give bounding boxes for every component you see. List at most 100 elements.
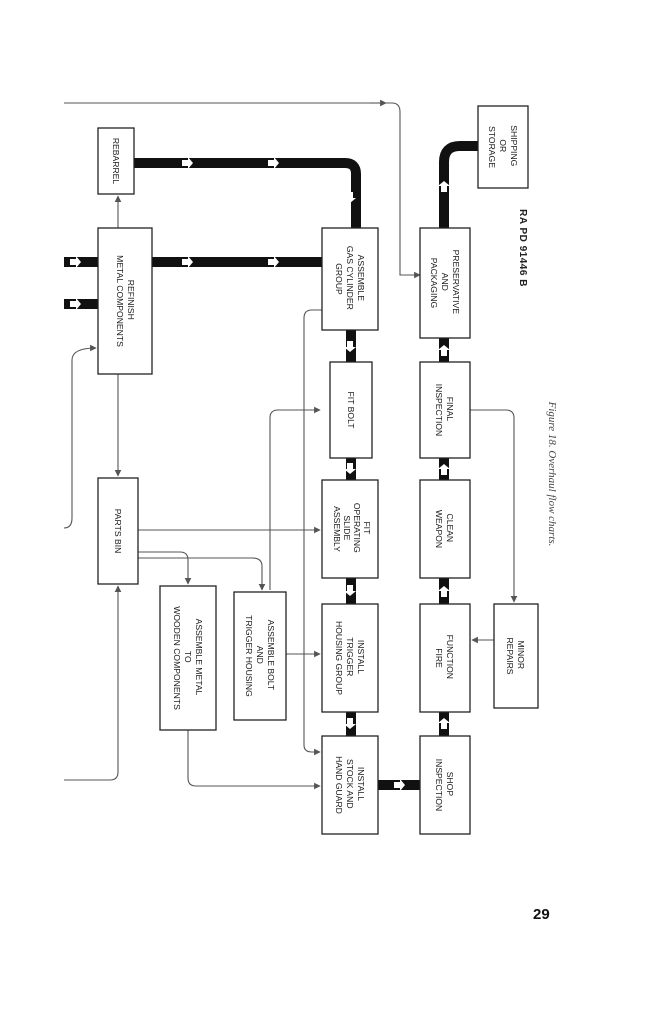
arrow-right — [182, 256, 193, 268]
node-install-stock-hand-guard: INSTALL STOCK AND HAND GUARD — [321, 735, 379, 835]
svg-text:REBARREL: REBARREL — [111, 138, 121, 185]
refinish-line-1: REFINISH — [126, 280, 136, 320]
svg-text:CLEAN WEAPON: CLEAN WEAPON — [434, 510, 455, 548]
node-minor-repairs: MINOR REPAIRS — [493, 603, 539, 709]
node-final-inspection: FINAL INSPECTION — [419, 361, 471, 459]
function-fire-line-2: FIRE — [434, 648, 444, 668]
node-assemble-metal-to-wooden: ASSEMBLE METAL TO WOODEN COMPONENTS — [159, 585, 217, 731]
connector-top-to-preservative — [64, 102, 421, 279]
node-fit-operating-slide: FIT OPERATING SLIDE ASSEMBLY — [321, 479, 379, 579]
refinish-line-2: METAL COMPONENTS — [115, 255, 125, 347]
arrow-down — [344, 463, 356, 474]
page-number: 29 — [533, 906, 550, 923]
preservative-line-2: AND — [440, 273, 450, 291]
shipping-line-1: SHIPPING — [509, 125, 519, 166]
flow-preservative-to-shipping — [439, 141, 478, 228]
flow-direction-arrows — [70, 157, 450, 791]
arrow-up — [438, 464, 450, 475]
arrow-right — [182, 157, 193, 169]
fit-slide-line-2: OPERATING — [352, 503, 362, 553]
connector-assemble-metal-to-stock — [187, 730, 321, 790]
connector-final-to-minor — [470, 409, 518, 603]
assemble-gas-line-3: GROUP — [334, 263, 344, 295]
arrow-up — [438, 586, 450, 597]
connector-left-loop-to-refinish — [63, 344, 97, 529]
install-trigger-line-3: HOUSING GROUP — [334, 621, 344, 695]
clean-weapon-line-2: WEAPON — [434, 510, 444, 548]
final-inspection-line-1: FINAL — [445, 397, 455, 422]
fit-slide-line-4: ASSEMBLY — [332, 506, 342, 552]
minor-repairs-line-1: MINOR — [516, 640, 526, 669]
node-parts-bin: PARTS BIN — [97, 477, 139, 585]
node-shipping-storage: SHIPPING OR STORAGE — [477, 105, 529, 189]
svg-text:SHIPPING OR STORAG: SHIPPING OR STORAGE — [487, 125, 519, 168]
connector-bottom-to-parts-bin — [64, 585, 122, 781]
assemble-bolt-line-1: ASSEMBLE BOLT — [266, 620, 276, 691]
assemble-gas-line-2: GAS CYLINDER — [345, 246, 355, 310]
node-assemble-gas-cylinder: ASSEMBLE GAS CYLINDER GROUP — [321, 227, 379, 331]
svg-text:FINAL INSPECTION: FINAL INSPECTION — [434, 384, 455, 437]
shop-inspection-line-2: INSPECTION — [434, 759, 444, 812]
arrow-right — [70, 256, 81, 268]
assemble-bolt-line-3: TRIGGER HOUSING — [244, 615, 254, 697]
arrow-up — [438, 345, 450, 356]
fit-slide-line-3: SLIDE — [342, 515, 352, 540]
assemble-bolt-line-2: AND — [255, 646, 265, 664]
node-clean-weapon: CLEAN WEAPON — [419, 479, 471, 579]
arrow-right — [268, 256, 279, 268]
install-stock-line-1: INSTALL — [356, 767, 366, 801]
node-fit-bolt: FIT BOLT — [329, 361, 373, 459]
figure-caption: Figure 18. Overhaul flow charts. — [546, 401, 558, 547]
flow-rebarrel-to-gas — [133, 158, 361, 228]
reference-code: RA PD 91446 B — [517, 209, 528, 287]
svg-text:INSTALL STOCK AND: INSTALL STOCK AND HAND GUARD — [334, 756, 366, 814]
function-fire-line-1: FUNCTION — [445, 635, 455, 679]
svg-text:ASSEMBLE BOLT AND: ASSEMBLE BOLT AND TRIGGER HOUSING — [244, 615, 276, 697]
arrow-down — [344, 192, 356, 203]
node-rebarrel: REBARREL — [97, 127, 135, 195]
svg-text:SHOP INSPECTION: SHOP INSPECTION — [434, 759, 455, 812]
shipping-line-3: STORAGE — [487, 126, 497, 168]
assemble-gas-line-1: ASSEMBLE — [356, 255, 366, 302]
arrow-right — [268, 157, 279, 169]
svg-text:FIT OPERATING SLID: FIT OPERATING SLIDE ASSEMBLY — [332, 503, 372, 555]
install-trigger-line-2: TRIGGER — [345, 637, 355, 676]
assemble-metal-line-3: WOODEN COMPONENTS — [172, 606, 182, 710]
node-shop-inspection: SHOP INSPECTION — [419, 735, 471, 835]
arrow-up — [438, 181, 450, 192]
node-preservative-packaging: PRESERVATIVE AND PACKAGING — [419, 227, 471, 339]
svg-text:FUNCTION FIRE: FUNCTION FIRE — [434, 635, 455, 682]
fit-bolt-line-1: FIT BOLT — [346, 392, 356, 430]
node-assemble-bolt-trigger: ASSEMBLE BOLT AND TRIGGER HOUSING — [233, 591, 287, 721]
arrow-right — [70, 298, 81, 310]
final-inspection-line-2: INSPECTION — [434, 384, 444, 437]
preservative-line-3: PACKAGING — [429, 258, 439, 309]
node-refinish-metal-components: REFINISH METAL COMPONENTS — [97, 227, 153, 375]
svg-text:REFINISH METAL COMPONENT: REFINISH METAL COMPONENTS — [115, 255, 136, 347]
svg-text:FIT BOLT: FIT BOLT — [346, 392, 356, 430]
assemble-metal-line-1: ASSEMBLE METAL — [194, 619, 204, 696]
svg-text:MINOR REPAIRS: MINOR REPAIRS — [505, 637, 526, 674]
arrow-down — [344, 718, 356, 729]
install-stock-line-2: STOCK AND — [345, 759, 355, 809]
thin-connectors — [63, 99, 518, 790]
preservative-line-1: PRESERVATIVE — [451, 250, 461, 315]
svg-text:PARTS BIN: PARTS BIN — [113, 509, 123, 554]
fit-slide-line-1: FIT — [362, 521, 372, 535]
rebarrel-line-1: REBARREL — [111, 138, 121, 185]
minor-repairs-line-2: REPAIRS — [505, 637, 515, 674]
shop-inspection-line-1: SHOP — [445, 772, 455, 797]
node-install-trigger-housing: INSTALL TRIGGER HOUSING GROUP — [321, 603, 379, 713]
install-stock-line-3: HAND GUARD — [334, 756, 344, 814]
svg-text:ASSEMBLE METAL TO: ASSEMBLE METAL TO WOODEN COMPONENTS — [172, 606, 204, 710]
connector-parts-bin-to-assemble-metal — [138, 551, 192, 585]
svg-text:PRESERVATIVE AND P: PRESERVATIVE AND PACKAGING — [429, 250, 461, 317]
svg-text:ASSEMBLE GAS CYLINDER: ASSEMBLE GAS CYLINDER GROUP — [334, 246, 366, 312]
clean-weapon-line-1: CLEAN — [445, 513, 455, 542]
connector-gas-to-stock — [303, 309, 322, 756]
connector-assemble-bolt-to-fit-bolt — [269, 406, 321, 590]
node-function-fire: FUNCTION FIRE — [419, 603, 471, 713]
arrow-down — [344, 341, 356, 352]
assemble-metal-line-2: TO — [183, 651, 193, 663]
